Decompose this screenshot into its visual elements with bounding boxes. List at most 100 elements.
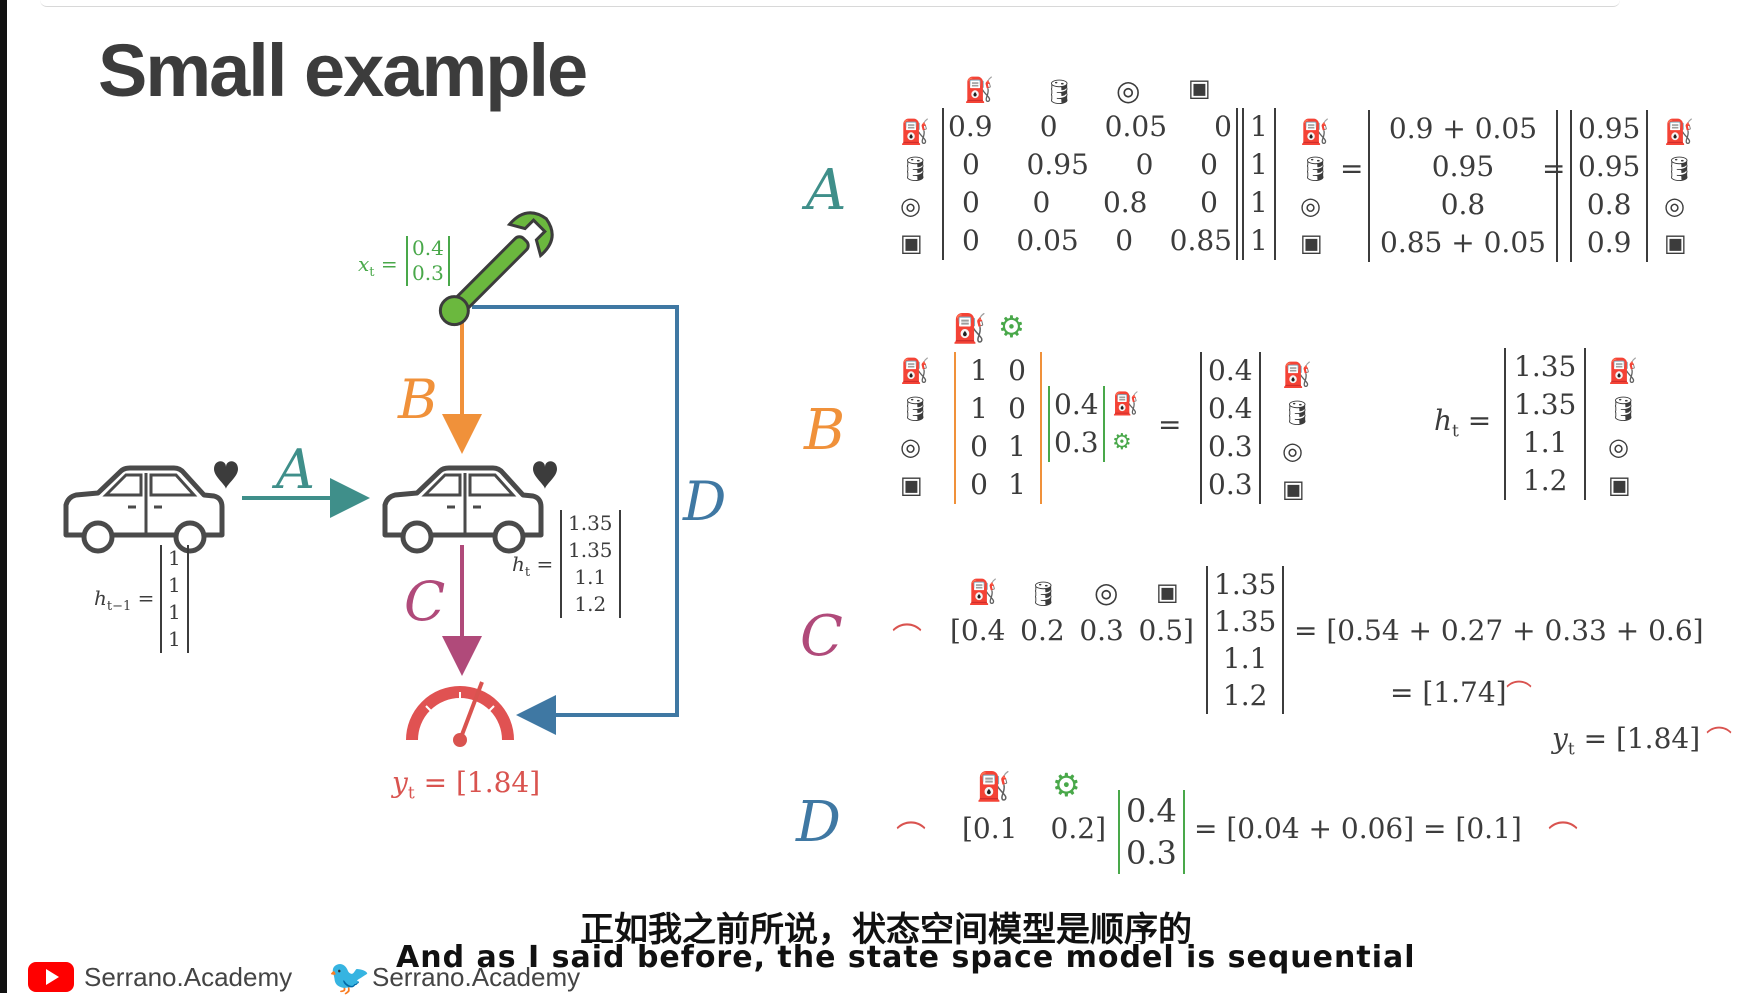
- eq-C-label: C: [800, 604, 843, 669]
- oil-can-icon: 🛢: [900, 395, 931, 423]
- speedometer-icon: ⌒: [1506, 680, 1533, 710]
- oil-icon: ⛽: [952, 312, 987, 345]
- car-icon-current: [385, 461, 557, 551]
- equals-A2: =: [1542, 152, 1566, 185]
- oil-can-icon: 🛢: [1028, 580, 1059, 608]
- oil-can-icon: 🛢: [1608, 395, 1639, 423]
- fuel-icon: ⛽: [968, 578, 998, 606]
- sum-D: = [0.04 + 0.06] = [0.1]: [1194, 812, 1522, 845]
- fuel-icon: ⛽: [1300, 118, 1330, 146]
- xt-label: xt =: [358, 252, 398, 280]
- fuel-icon: ⛽: [1664, 118, 1694, 146]
- twitter-icon[interactable]: 🐦: [328, 958, 371, 998]
- h-prev-label: ht−1 =: [94, 586, 155, 614]
- engine-icon: ▣: [1156, 578, 1179, 606]
- eq-B-label: B: [804, 398, 846, 463]
- oil-can-icon: 🛢: [1300, 155, 1331, 183]
- oil-can-icon: 🛢: [1282, 399, 1313, 427]
- diagram-label-B: B: [398, 368, 438, 431]
- engine-icon: ▣: [1300, 229, 1323, 257]
- oil-can-icon: 🛢: [1664, 155, 1695, 183]
- engine-icon: ▣: [1608, 471, 1631, 499]
- oil-icon: ⛽: [1112, 392, 1140, 417]
- speedometer-icon: [406, 681, 514, 747]
- sequential-diagram: [0, 211, 679, 747]
- xt-vector: 0.4 0.3: [406, 236, 450, 286]
- speedometer-icon: ⌒: [896, 820, 926, 855]
- oil-can-icon: 🛢: [1044, 78, 1075, 106]
- top-edge: [40, 0, 1620, 7]
- diagram-label-A: A: [276, 438, 315, 501]
- equals-A1: =: [1340, 152, 1364, 185]
- h-t-label: ht =: [512, 552, 554, 580]
- eq-D-label: D: [796, 790, 841, 855]
- engine-icon: ▣: [1282, 475, 1305, 503]
- speedometer-icon: ⌒: [892, 622, 922, 657]
- tire-icon: ◎: [900, 192, 921, 220]
- fuel-icon: ⛽: [900, 357, 930, 385]
- tire-icon: ◎: [1116, 74, 1141, 107]
- yt-diagram: yt = [1.84]: [392, 766, 541, 804]
- window-left-edge: [0, 0, 7, 993]
- engine-icon: ▣: [1664, 229, 1687, 257]
- engine-icon: ▣: [900, 229, 923, 257]
- speedometer-icon: ⌒: [1706, 726, 1733, 756]
- equals-B: =: [1158, 408, 1182, 441]
- wrench-icon: [438, 211, 554, 327]
- speedometer-icon: ⌒: [1548, 820, 1578, 855]
- result-icons-B: ⛽ 🛢 ◎ ▣: [1282, 356, 1312, 508]
- engine-icon: ▣: [1188, 74, 1211, 102]
- arrow-D: [472, 305, 679, 735]
- slide-title: Small example: [98, 29, 588, 112]
- tire-icon: ◎: [1094, 576, 1119, 609]
- tire-icon: ◎: [1664, 192, 1685, 220]
- youtube-channel-link[interactable]: Serrano.Academy: [84, 962, 293, 992]
- ht-icons-B: ⛽ 🛢 ◎ ▣: [1608, 352, 1638, 504]
- fuel-icon: ⛽: [1282, 361, 1312, 389]
- oil-icon: ⛽: [976, 770, 1011, 803]
- engine-icon: ▣: [900, 471, 923, 499]
- fuel-icon: ⛽: [964, 76, 994, 104]
- sum-C: = [0.54 + 0.27 + 0.33 + 0.6]: [1294, 614, 1704, 647]
- input-icons-B: ⛽⚙: [1112, 386, 1139, 462]
- vector-icons-A: ⛽ 🛢 ◎ ▣: [1300, 114, 1330, 262]
- row-icons-B: ⛽ 🛢 ◎ ▣: [900, 352, 930, 504]
- ht-label-B: ht =: [1434, 404, 1492, 442]
- fuel-icon: ⛽: [1608, 357, 1638, 385]
- yt-C: yt = [1.84]: [1552, 722, 1701, 760]
- result-icons-A: ⛽ 🛢 ◎ ▣: [1664, 114, 1694, 262]
- twitter-account-link[interactable]: Serrano.Academy: [372, 962, 581, 992]
- fuel-icon: ⛽: [900, 118, 930, 146]
- diagram-label-C: C: [404, 570, 446, 633]
- diagram-label-D: D: [683, 470, 727, 533]
- tire-icon: ◎: [1300, 192, 1321, 220]
- tire-icon: ◎: [1608, 433, 1629, 461]
- row-icons-A: ⛽ 🛢 ◎ ▣: [900, 114, 930, 262]
- subtitle-chinese: 正如我之前所说，状态空间模型是顺序的: [580, 910, 1192, 950]
- tire-icon: ◎: [900, 433, 921, 461]
- tire-icon: ◎: [1282, 437, 1303, 465]
- result-C: = [1.74]: [1390, 676, 1507, 709]
- gear-icon: ⚙: [1052, 766, 1081, 804]
- eq-A-label: A: [806, 158, 847, 223]
- subtitle-english: And as I said before, the state space mo…: [396, 940, 1416, 975]
- gear-icon: ⚙: [998, 310, 1025, 345]
- youtube-icon[interactable]: [28, 962, 74, 992]
- gear-icon: ⚙: [1112, 430, 1132, 455]
- oil-can-icon: 🛢: [900, 155, 931, 183]
- car-icon-previous: [66, 461, 238, 551]
